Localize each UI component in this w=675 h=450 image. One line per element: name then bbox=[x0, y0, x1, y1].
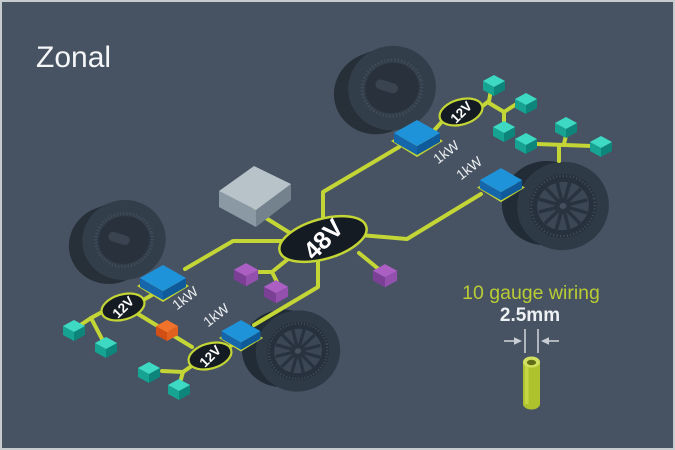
wiring-gauge-callout: 10 gauge wiring 2.5mm bbox=[462, 282, 600, 410]
ecu-box-icon bbox=[219, 166, 291, 227]
page-title: Zonal bbox=[36, 41, 111, 74]
wire-rearcenter-branch-a bbox=[160, 369, 185, 374]
ecu-left-face bbox=[219, 191, 256, 227]
cylinder-core bbox=[526, 359, 537, 366]
wire-48v-to-front-converter bbox=[321, 145, 401, 222]
zone-hub-rear-left-node: 12V bbox=[100, 292, 146, 322]
wire-sample-cylinder-icon bbox=[523, 356, 540, 410]
12v-node-ellipse bbox=[187, 341, 233, 371]
wire-48v-to-right-converter bbox=[358, 192, 483, 241]
12v-node-ellipse bbox=[438, 97, 484, 127]
callout-dimension: 2.5mm bbox=[500, 305, 560, 326]
wire-purple-right bbox=[357, 251, 383, 273]
ecu-right-face bbox=[256, 184, 291, 227]
wire-48v-to-center-converter bbox=[252, 256, 320, 327]
dimension-arrow-left-icon bbox=[514, 337, 522, 345]
wire-rearleft-branch-b bbox=[89, 316, 104, 341]
wire-48v-to-left-converter bbox=[183, 239, 288, 271]
48v-node-ellipse bbox=[278, 214, 368, 264]
zone-hub-rear-center-node: 12V bbox=[187, 341, 233, 371]
dimension-arrow-right-icon bbox=[541, 337, 549, 345]
callout-title: 10 gauge wiring bbox=[462, 282, 600, 304]
12v-node-ellipse bbox=[100, 292, 146, 322]
cylinder-highlight bbox=[525, 362, 529, 404]
zone-hub-front-node: 12V bbox=[438, 97, 484, 127]
dimension-marks bbox=[504, 329, 559, 353]
ecu-top-face bbox=[219, 166, 291, 210]
